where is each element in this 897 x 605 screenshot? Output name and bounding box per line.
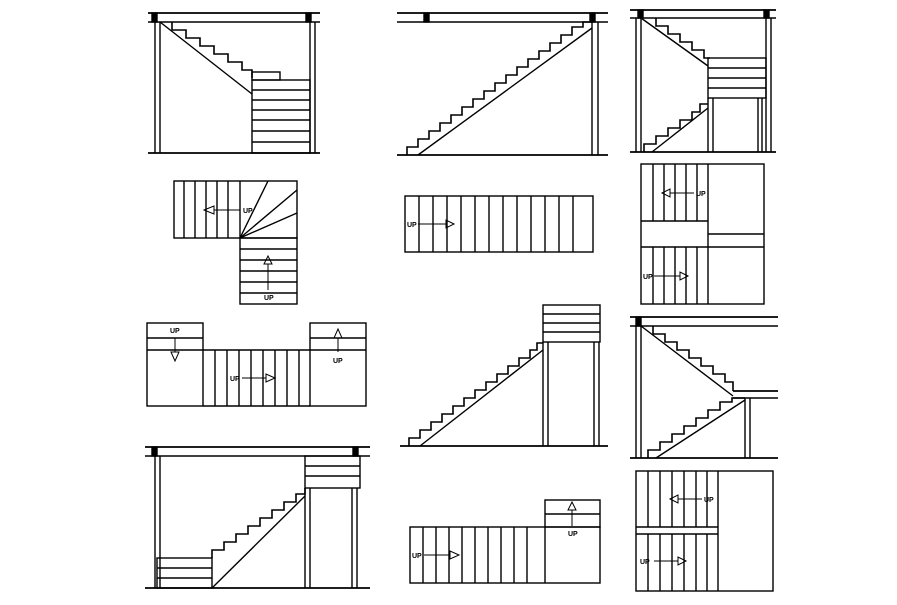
section-dogleg-stair-mid-right: [630, 316, 778, 459]
up-label: UP: [230, 376, 240, 383]
up-label: UP: [243, 208, 253, 215]
up-label: UP: [643, 274, 653, 281]
section-dogleg-stair-top-right: [630, 9, 776, 153]
up-label: UP: [264, 295, 274, 302]
plan-three-flight-stair: [146, 322, 367, 407]
up-label: UP: [412, 553, 422, 560]
plan-dogleg-stair-top-right: [640, 163, 765, 305]
up-label: UP: [333, 358, 343, 365]
up-label: UP: [170, 328, 180, 335]
plan-l-winder-stair: [173, 180, 298, 305]
plan-dogleg-stair-bottom-right: [635, 470, 774, 592]
up-label: UP: [696, 191, 706, 198]
up-label: UP: [640, 559, 650, 566]
plan-straight-stair: [404, 195, 594, 253]
up-label: UP: [407, 222, 417, 229]
plan-l-stair-bottom-middle: [409, 499, 601, 584]
up-label: UP: [704, 497, 714, 504]
section-l-stair-top-left: [148, 12, 320, 154]
section-straight-stair-top-middle: [397, 12, 608, 156]
section-straight-stair-with-landing: [400, 304, 608, 447]
up-labels: UP UP UP UP UP UP UP UP UP UP UP UP: [170, 191, 714, 566]
up-label: UP: [568, 531, 578, 538]
section-l-stair-bottom-left: [145, 446, 370, 589]
